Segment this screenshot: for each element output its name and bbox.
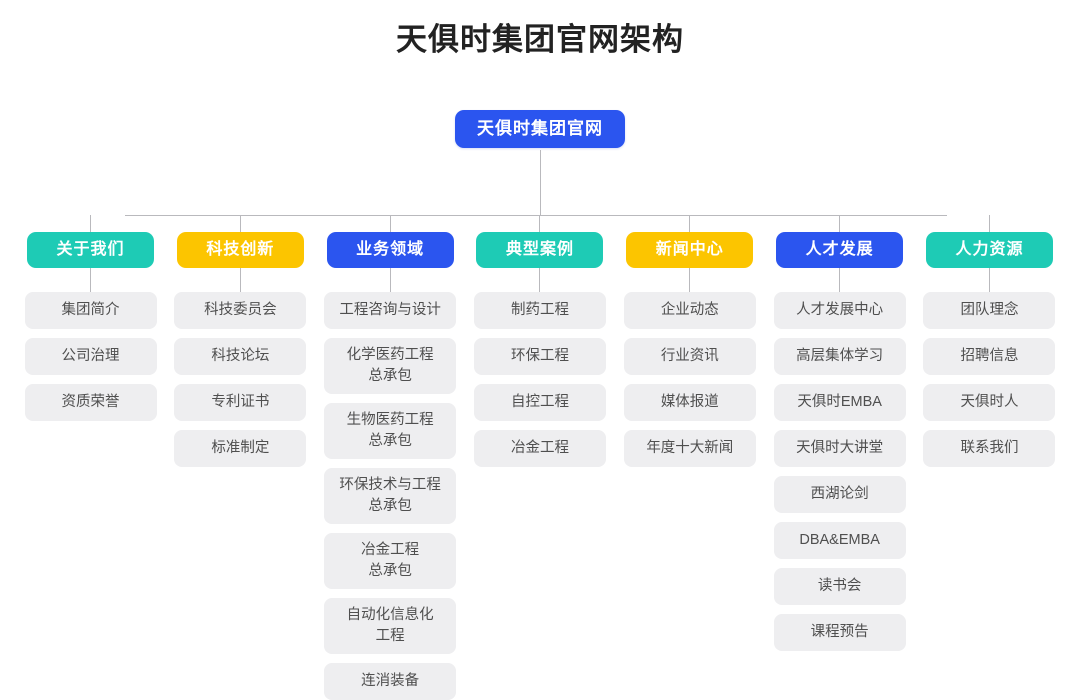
bus-drop-connector <box>389 215 391 232</box>
org-chart-canvas: 天俱时集团官网架构 天俱时集团官网 关于我们集团简介公司治理资质荣誉科技创新科技… <box>24 22 1056 700</box>
list-item[interactable]: 年度十大新闻 <box>623 430 756 467</box>
header-drop-connector <box>689 268 691 292</box>
list-item[interactable]: 自动化信息化 工程 <box>324 598 457 654</box>
list-item[interactable]: 天俱时大讲堂 <box>773 430 906 467</box>
list-item[interactable]: 资质荣誉 <box>24 384 157 421</box>
list-item[interactable]: 天俱时EMBA <box>773 384 906 421</box>
header-drop-connector <box>839 268 841 292</box>
column-items-5: 企业动态行业资讯媒体报道年度十大新闻 <box>621 292 758 467</box>
list-item[interactable]: 公司治理 <box>24 338 157 375</box>
list-item[interactable]: 行业资讯 <box>623 338 756 375</box>
page-title: 天俱时集团官网架构 <box>396 22 684 57</box>
column-list: 关于我们集团简介公司治理资质荣誉科技创新科技委员会科技论坛专利证书标准制定业务领… <box>0 215 1080 700</box>
list-item[interactable]: 招聘信息 <box>923 338 1056 375</box>
column-header-7[interactable]: 人力资源 <box>925 232 1053 268</box>
list-item[interactable]: 高层集体学习 <box>773 338 906 375</box>
header-drop-connector <box>389 268 391 292</box>
list-item[interactable]: 科技论坛 <box>174 338 307 375</box>
column-items-4: 制药工程环保工程自控工程冶金工程 <box>471 292 608 467</box>
column-2: 科技创新科技委员会科技论坛专利证书标准制定 <box>172 215 309 700</box>
list-item[interactable]: 媒体报道 <box>623 384 756 421</box>
horizontal-bus-connector <box>125 215 947 216</box>
list-item[interactable]: 科技委员会 <box>174 292 307 329</box>
column-6: 人才发展人才发展中心高层集体学习天俱时EMBA 天俱时大讲堂西湖论剑 DBA&EMB… <box>771 215 908 700</box>
header-drop-connector <box>239 268 241 292</box>
column-items-1: 集团简介公司治理资质荣誉 <box>22 292 159 421</box>
list-item[interactable]: 企业动态 <box>623 292 756 329</box>
column-items-3: 工程咨询与设计化学医药工程 总承包生物医药工程 总承包环保技术与工程 总承包冶金… <box>322 292 459 700</box>
root-node-company-website[interactable]: 天俱时集团官网 <box>455 110 625 148</box>
column-header-1[interactable]: 关于我们 <box>27 232 154 268</box>
bus-drop-connector <box>539 215 541 232</box>
list-item[interactable]: 自控工程 <box>473 384 606 421</box>
bus-drop-connector <box>239 215 241 232</box>
bus-drop-connector <box>839 215 841 232</box>
column-items-2: 科技委员会科技论坛专利证书标准制定 <box>172 292 309 467</box>
column-5: 新闻中心企业动态行业资讯媒体报道年度十大新闻 <box>621 215 758 700</box>
list-item[interactable]: 天俱时人 <box>923 384 1056 421</box>
list-item[interactable]: 团队理念 <box>923 292 1056 329</box>
list-item[interactable]: 课程预告 <box>773 614 906 651</box>
column-items-7: 团队理念招聘信息天俱时人联系我们 <box>921 292 1058 467</box>
list-item[interactable]: 连消装备 <box>324 663 457 700</box>
list-item[interactable]: 冶金工程 <box>473 430 606 467</box>
list-item[interactable]: 标准制定 <box>174 430 307 467</box>
column-header-5[interactable]: 新闻中心 <box>626 232 754 268</box>
list-item[interactable]: 环保技术与工程 总承包 <box>324 468 457 524</box>
list-item[interactable]: 冶金工程 总承包 <box>324 533 457 589</box>
column-header-4[interactable]: 典型案例 <box>476 232 604 268</box>
list-item[interactable]: 生物医药工程 总承包 <box>324 403 457 459</box>
list-item[interactable]: 化学医药工程 总承包 <box>324 338 457 394</box>
list-item[interactable]: 集团简介 <box>24 292 157 329</box>
header-drop-connector <box>539 268 541 292</box>
list-item[interactable]: 联系我们 <box>923 430 1056 467</box>
bus-drop-connector <box>90 215 91 232</box>
column-7: 人力资源团队理念招聘信息天俱时人联系我们 <box>921 215 1058 700</box>
column-4: 典型案例制药工程环保工程自控工程冶金工程 <box>471 215 608 700</box>
root-stem-connector <box>540 150 541 215</box>
list-item[interactable]: 环保工程 <box>473 338 606 375</box>
bus-drop-connector <box>689 215 691 232</box>
list-item[interactable]: 制药工程 <box>473 292 606 329</box>
header-drop-connector <box>90 268 91 292</box>
bus-drop-connector <box>988 215 990 232</box>
column-header-2[interactable]: 科技创新 <box>176 232 304 268</box>
column-header-6[interactable]: 人才发展 <box>776 232 904 268</box>
list-item[interactable]: 人才发展中心 <box>773 292 906 329</box>
column-header-3[interactable]: 业务领域 <box>326 232 454 268</box>
list-item[interactable]: 读书会 <box>773 568 906 605</box>
list-item[interactable]: 专利证书 <box>174 384 307 421</box>
column-3: 业务领域工程咨询与设计化学医药工程 总承包生物医药工程 总承包环保技术与工程 总… <box>322 215 459 700</box>
column-items-6: 人才发展中心高层集体学习天俱时EMBA 天俱时大讲堂西湖论剑 DBA&EMBA 读书会… <box>771 292 908 651</box>
list-item[interactable]: 工程咨询与设计 <box>324 292 457 329</box>
list-item[interactable]: DBA&EMBA <box>773 522 906 559</box>
column-1: 关于我们集团简介公司治理资质荣誉 <box>22 215 159 700</box>
list-item[interactable]: 西湖论剑 <box>773 476 906 513</box>
header-drop-connector <box>988 268 990 292</box>
